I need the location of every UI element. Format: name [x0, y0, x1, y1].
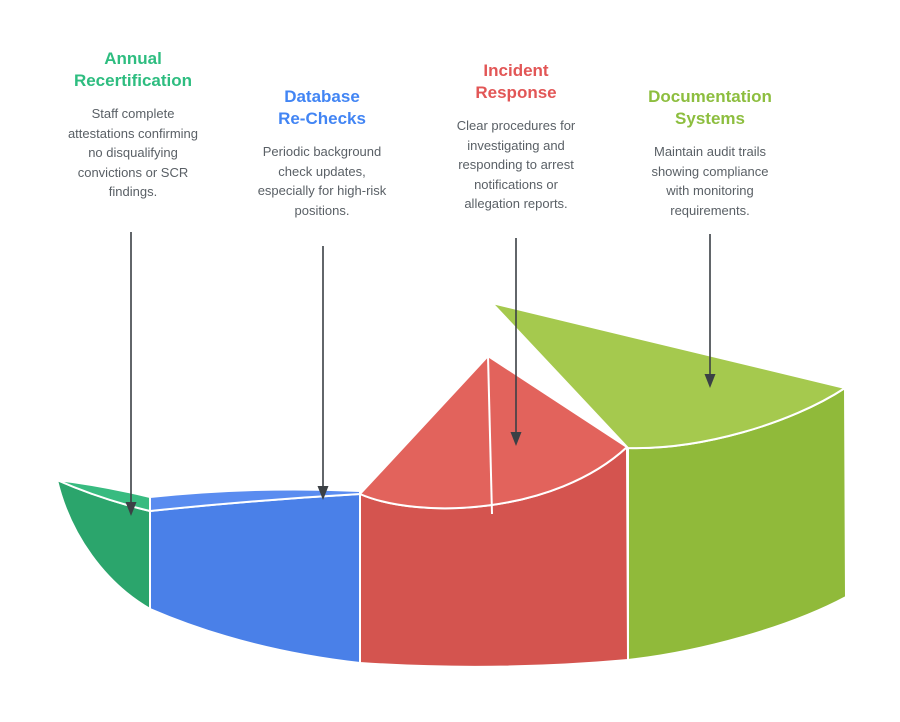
label-description: Periodic background check updates, espec… [257, 144, 387, 218]
segment-database-re-checks [149, 488, 361, 664]
label-title: Documentation Systems [648, 87, 772, 129]
arrow-annual-head-icon [125, 502, 137, 516]
label-block-documentation-systems: Documentation Systems Maintain audit tra… [618, 86, 802, 220]
label-title: Annual Recertification [73, 49, 193, 91]
label-block-incident-response: Incident Response Clear procedures for i… [430, 60, 602, 214]
pointer-arrows [125, 232, 716, 516]
segment-database-side [149, 493, 361, 664]
label-title: Database Re-Checks [278, 87, 366, 129]
segment-documentation-top [491, 302, 846, 450]
label-description: Clear procedures for investigating and r… [456, 118, 576, 212]
arrow-database-head-icon [317, 486, 329, 500]
segment-annual-recertification [56, 479, 151, 610]
label-block-annual-recertification: Annual Recertification Staff complete at… [43, 48, 223, 202]
arrow-documentation-head-icon [704, 374, 716, 388]
arrow-incident-head-icon [510, 432, 522, 446]
segment-incident-top [359, 355, 628, 510]
label-description: Maintain audit trails showing compliance… [651, 144, 769, 218]
label-title: Incident Response [475, 61, 557, 103]
label-description: Staff complete attestations confirming n… [67, 106, 199, 200]
segment-documentation-systems [491, 302, 847, 661]
segment-incident-crease [487, 355, 493, 515]
label-block-database-re-checks: Database Re-Checks Periodic background c… [238, 86, 406, 220]
